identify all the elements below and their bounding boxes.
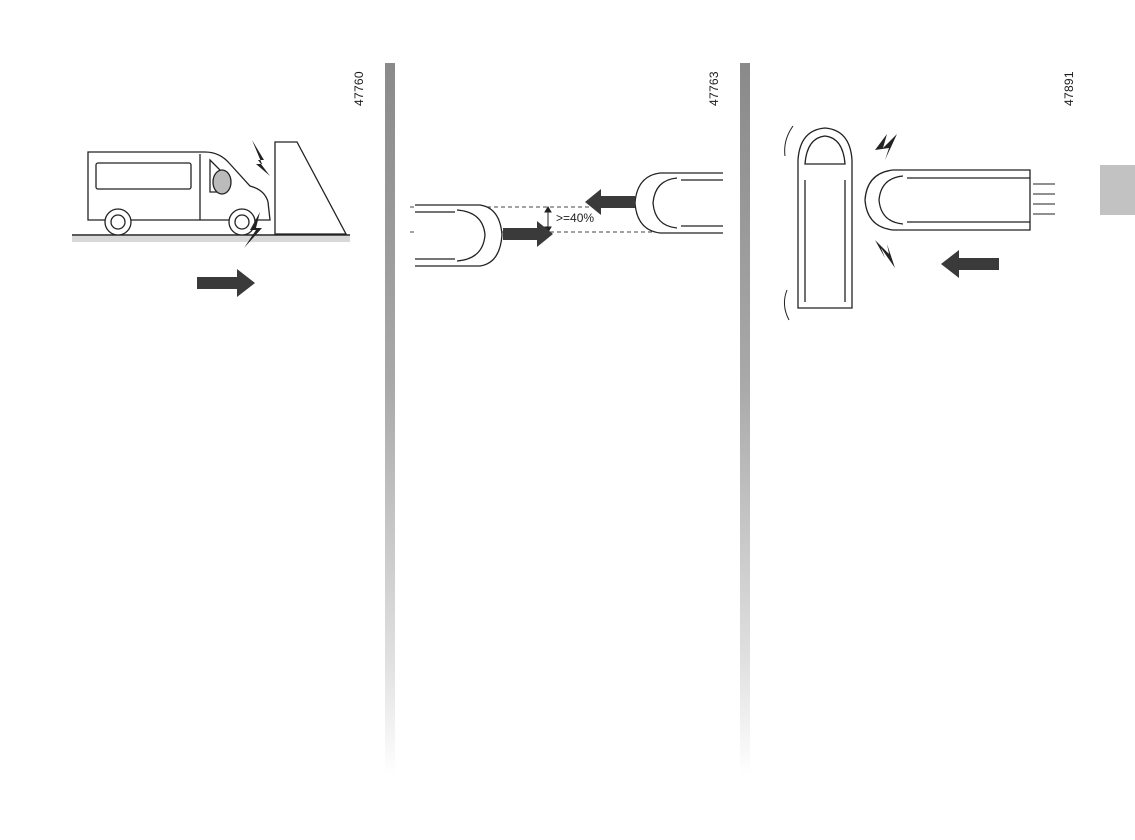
ground-line <box>72 235 350 242</box>
print-crop-marks <box>0 834 1135 840</box>
direction-arrow-icon <box>197 269 255 297</box>
figure-code-3: 47891 <box>1062 71 1076 106</box>
van-side-view <box>88 152 270 235</box>
column-divider-right <box>740 63 750 775</box>
van-top-view-struck <box>798 128 852 308</box>
column-divider-left <box>385 63 395 775</box>
van-top-view-striking <box>865 170 1030 230</box>
section-tab <box>1100 165 1135 215</box>
direction-arrow-left-icon <box>941 250 999 278</box>
overlap-label: >=40% <box>556 211 594 225</box>
side-impact-illustration <box>775 120 1055 325</box>
van-top-view-left <box>415 205 502 266</box>
figure-code-2: 47763 <box>707 71 721 106</box>
figure-code-1: 47760 <box>352 71 366 106</box>
van-top-view-right <box>635 173 723 233</box>
direction-arrow-right-icon <box>503 221 553 247</box>
frontal-collision-illustration <box>60 130 370 300</box>
crash-barrier <box>275 142 346 234</box>
